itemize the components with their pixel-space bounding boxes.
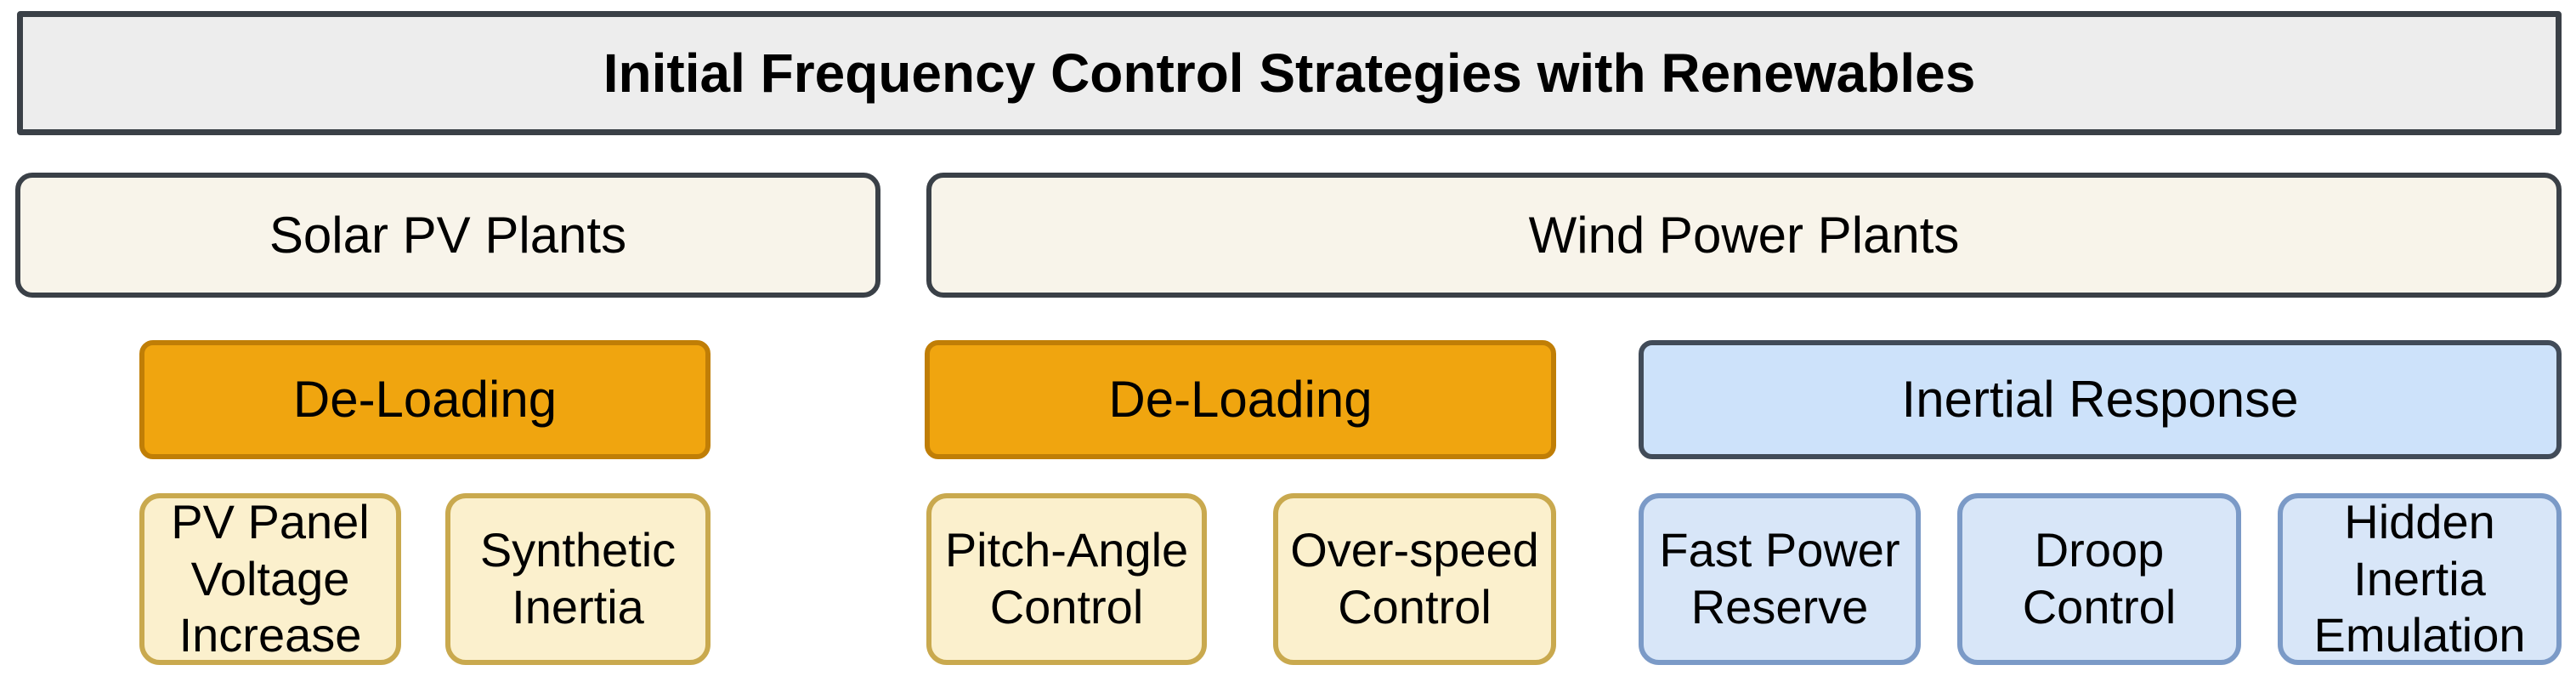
synthetic-inertia-label: Synthetic Inertia <box>479 523 677 634</box>
wind-power-plants-box: Wind Power Plants <box>926 173 2562 298</box>
fast-power-reserve-box: Fast Power Reserve <box>1639 493 1921 665</box>
deloading-solar-box: De-Loading <box>139 340 711 459</box>
title-label: Initial Frequency Control Strategies wit… <box>603 42 1976 104</box>
over-speed-control-label: Over-speed Control <box>1290 523 1539 634</box>
fast-power-reserve-label: Fast Power Reserve <box>1659 523 1900 634</box>
deloading-solar-label: De-Loading <box>292 371 558 428</box>
solar-pv-plants-box: Solar PV Plants <box>15 173 880 298</box>
pv-panel-voltage-increase-label: PV Panel Voltage Increase <box>171 495 370 662</box>
droop-control-box: Droop Control <box>1957 493 2241 665</box>
hidden-inertia-emulation-box: Hidden Inertia Emulation <box>2278 493 2562 665</box>
droop-control-label: Droop Control <box>2022 523 2177 634</box>
inertial-response-box: Inertial Response <box>1639 340 2562 459</box>
pitch-angle-control-label: Pitch-Angle Control <box>944 523 1189 634</box>
inertial-response-label: Inertial Response <box>1901 371 2299 428</box>
deloading-wind-box: De-Loading <box>925 340 1556 459</box>
wind-power-plants-label: Wind Power Plants <box>1528 206 1960 264</box>
over-speed-control-box: Over-speed Control <box>1273 493 1556 665</box>
solar-pv-plants-label: Solar PV Plants <box>269 206 627 264</box>
pitch-angle-control-box: Pitch-Angle Control <box>926 493 1207 665</box>
hidden-inertia-emulation-label: Hidden Inertia Emulation <box>2313 495 2526 662</box>
synthetic-inertia-box: Synthetic Inertia <box>445 493 711 665</box>
deloading-wind-label: De-Loading <box>1108 371 1373 428</box>
pv-panel-voltage-increase-box: PV Panel Voltage Increase <box>139 493 401 665</box>
title-box: Initial Frequency Control Strategies wit… <box>17 11 2562 135</box>
